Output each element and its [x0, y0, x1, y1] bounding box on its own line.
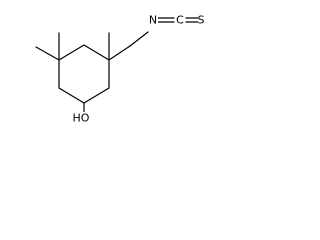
- label-bg-ho: [73, 112, 91, 124]
- bond-ring-c4-c5: [83, 87, 110, 104]
- atom-label-sulfur: S: [198, 14, 205, 27]
- label-bg-c: [175, 14, 185, 26]
- bond-ring-c1-c2: [58, 44, 85, 61]
- label-bg-n: [148, 14, 158, 26]
- bond-ring-c2-c3: [83, 44, 110, 61]
- label-bg-s: [198, 14, 206, 26]
- bond-ring-c5-c6: [58, 87, 85, 104]
- bond-ch2: [108, 45, 131, 61]
- molecule-diagram: N C S HO: [35, 14, 206, 125]
- atom-label-nitrogen: N: [149, 14, 157, 27]
- bond-ch2-n: [129, 31, 149, 47]
- atom-label-carbon: C: [176, 14, 184, 27]
- bond-methyl-left-side: [35, 46, 60, 61]
- atom-label-hydroxyl: HO: [73, 112, 90, 125]
